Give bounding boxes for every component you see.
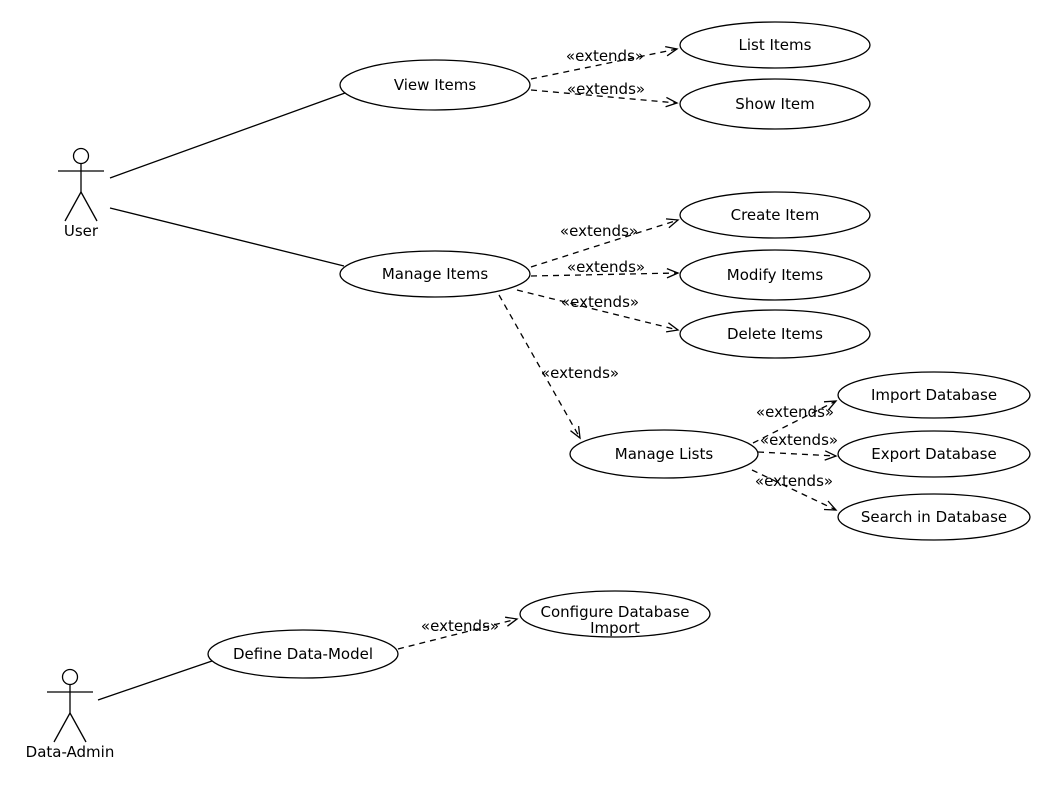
open-arrowhead-icon	[666, 267, 680, 279]
extends-dashed-line	[751, 469, 837, 511]
usecase-search-in-database-ellipse	[837, 493, 1031, 541]
open-arrowhead-icon	[824, 450, 838, 461]
edge-labels-layer: «extends» «extends» «extends» «extends» «ext…	[421, 47, 838, 635]
actor-right-leg-icon	[69, 712, 87, 743]
extends-dashed-line	[397, 618, 518, 650]
actor-user: User	[58, 147, 104, 240]
extends-stereotype-label: «extends»	[421, 617, 499, 635]
extends-edge-manage-items-to-manage-lists	[498, 294, 581, 440]
usecase-create-item: Create Item	[679, 191, 871, 239]
usecase-show-item-ellipse	[679, 78, 871, 130]
usecase-configure-database-import-label: Import	[590, 619, 640, 637]
extends-dashed-line	[530, 48, 678, 80]
usecase-list-items-label: List Items	[739, 36, 812, 54]
extends-edge-manage-lists-to-import-database	[752, 400, 838, 444]
usecase-manage-items-label: Manage Items	[382, 265, 488, 283]
association-lines-layer	[97, 92, 346, 701]
extends-edge-manage-items-to-modify-items	[530, 267, 680, 279]
usecase-view-items: View Items	[339, 59, 531, 111]
actor-data-admin: Data-Admin	[26, 668, 115, 761]
usecase-modify-items: Modify Items	[679, 249, 871, 301]
extends-dashed-line	[530, 272, 679, 277]
extends-stereotype-label: «extends»	[566, 47, 644, 65]
association-user-to-view-items	[109, 92, 346, 179]
usecase-list-items: List Items	[679, 21, 871, 69]
usecase-list-items-ellipse	[679, 21, 871, 69]
extends-dashed-line	[752, 400, 837, 444]
usecase-export-database-ellipse	[837, 430, 1031, 478]
usecase-view-items-label: View Items	[394, 76, 477, 94]
extends-stereotype-label: «extends»	[756, 403, 834, 421]
actor-data-admin-label: Data-Admin	[26, 743, 115, 761]
usecase-manage-lists: Manage Lists	[569, 429, 759, 479]
open-arrowhead-icon	[665, 322, 680, 333]
usecase-define-data-model: Define Data-Model	[207, 629, 399, 679]
open-arrowhead-icon	[823, 500, 838, 511]
usecase-show-item-label: Show Item	[735, 95, 814, 113]
extends-edge-view-items-to-list-items	[530, 45, 679, 80]
usecase-create-item-label: Create Item	[731, 206, 820, 224]
extends-edge-define-data-model-to-configure-database-import	[397, 616, 519, 650]
extends-dashed-line	[530, 219, 679, 268]
extends-stereotype-label: «extends»	[567, 80, 645, 98]
open-arrowhead-icon	[665, 218, 680, 229]
usecase-search-in-database: Search in Database	[837, 493, 1031, 541]
usecase-configure-database-import-label: Configure Database	[540, 603, 689, 621]
open-arrowhead-icon	[505, 616, 519, 627]
usecase-manage-items-ellipse	[339, 250, 531, 298]
extends-edge-manage-lists-to-export-database	[757, 450, 838, 461]
usecase-modify-items-label: Modify Items	[727, 266, 824, 284]
usecase-delete-items-ellipse	[679, 309, 871, 359]
association-user-to-manage-items	[109, 207, 345, 267]
extends-stereotype-label: «extends»	[760, 431, 838, 449]
usecase-search-in-database-label: Search in Database	[861, 508, 1007, 526]
usecase-import-database: Import Database	[837, 371, 1031, 419]
extends-edge-manage-items-to-delete-items	[516, 289, 680, 333]
extends-dashed-line	[498, 294, 581, 439]
extends-stereotype-label: «extends»	[567, 258, 645, 276]
usecase-modify-items-ellipse	[679, 249, 871, 301]
extends-edge-view-items-to-show-item	[530, 89, 679, 108]
actor-left-leg-icon	[53, 712, 71, 743]
extends-stereotype-label: «extends»	[541, 364, 619, 382]
extends-stereotype-label: «extends»	[561, 293, 639, 311]
open-arrowhead-icon	[665, 96, 679, 108]
open-arrowhead-icon	[823, 400, 838, 411]
extends-stereotype-label: «extends»	[755, 472, 833, 490]
extends-edge-manage-items-to-create-item	[530, 218, 680, 268]
open-arrowhead-icon	[665, 45, 679, 57]
usecase-show-item: Show Item	[679, 78, 871, 130]
usecase-export-database: Export Database	[837, 430, 1031, 478]
actor-left-leg-icon	[64, 191, 82, 222]
actor-head-icon	[61, 668, 79, 686]
usecase-export-database-label: Export Database	[871, 445, 996, 463]
usecase-create-item-ellipse	[679, 191, 871, 239]
usecase-define-data-model-label: Define Data-Model	[233, 645, 373, 663]
actor-right-leg-icon	[80, 191, 98, 222]
actor-head-icon	[72, 147, 90, 165]
usecase-define-data-model-ellipse	[207, 629, 399, 679]
extend-edges-layer	[397, 45, 838, 650]
usecase-view-items-ellipse	[339, 59, 531, 111]
extends-dashed-line	[516, 289, 679, 331]
association-data-admin-to-define-data-model	[97, 660, 213, 701]
usecase-manage-items: Manage Items	[339, 250, 531, 298]
usecase-configure-database-import-ellipse	[519, 590, 711, 638]
extends-dashed-line	[530, 89, 678, 104]
extends-edge-manage-lists-to-search-in-database	[751, 469, 838, 511]
extends-dashed-line	[757, 451, 837, 457]
usecase-delete-items-label: Delete Items	[727, 325, 823, 343]
extends-stereotype-label: «extends»	[560, 222, 638, 240]
usecase-delete-items: Delete Items	[679, 309, 871, 359]
actor-user-label: User	[64, 222, 99, 240]
usecase-import-database-ellipse	[837, 371, 1031, 419]
usecase-manage-lists-label: Manage Lists	[615, 445, 714, 463]
usecase-manage-lists-ellipse	[569, 429, 759, 479]
usecase-import-database-label: Import Database	[871, 386, 997, 404]
open-arrowhead-icon	[570, 426, 581, 440]
